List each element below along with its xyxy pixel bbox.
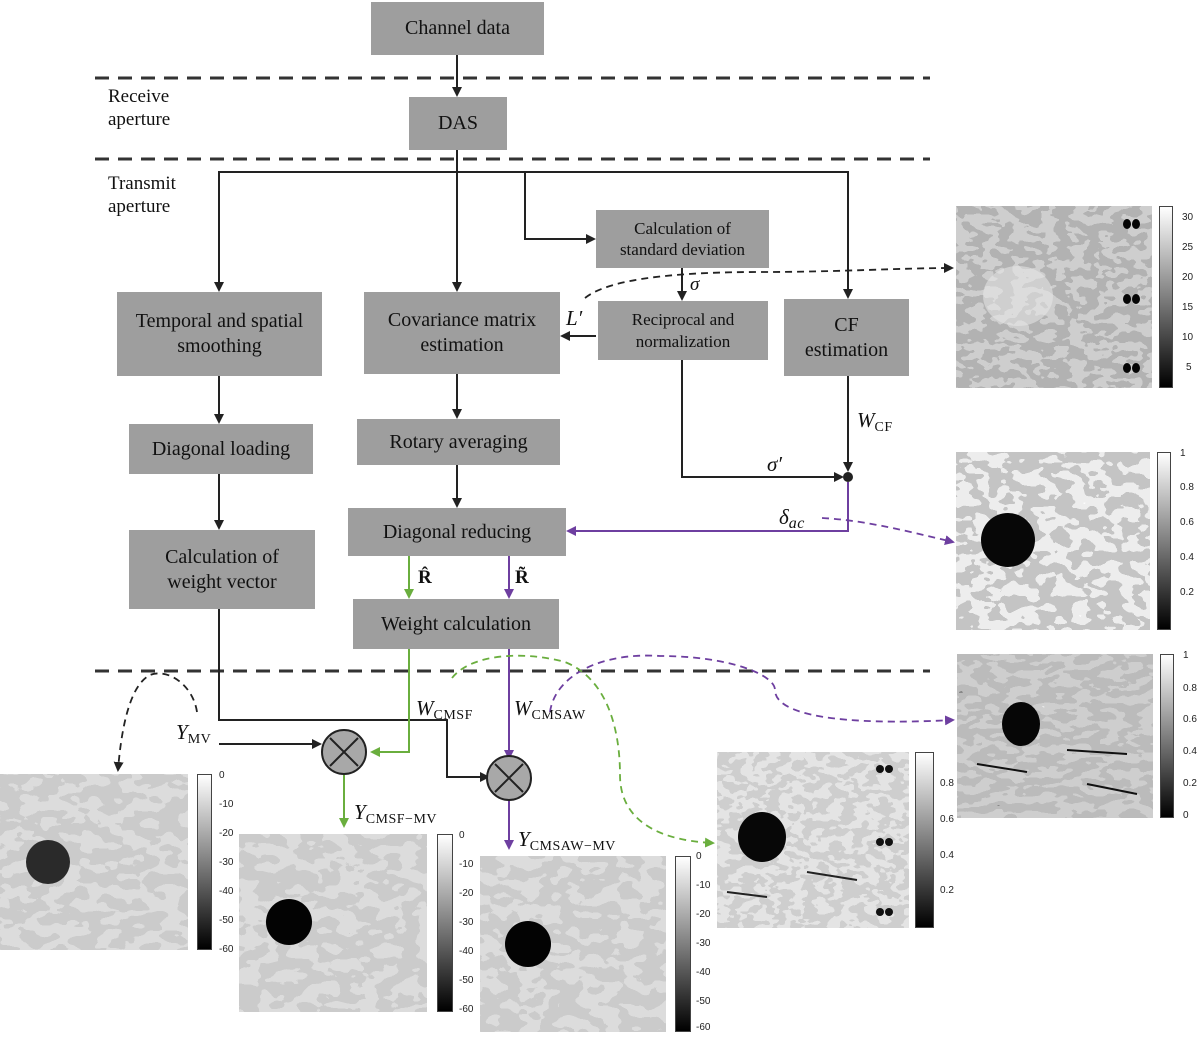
cbdb-tick: -20 — [459, 888, 474, 899]
cbdb-tick: -60 — [459, 1004, 474, 1015]
multiplier-node-cmsaw — [486, 755, 532, 801]
cbdb-tick: -40 — [696, 967, 711, 978]
multiplier-node-cmsf — [321, 729, 367, 775]
cbdb-tick: -60 — [219, 944, 234, 955]
label-sigma-prime: σ′ — [767, 452, 782, 476]
image-y-cmsf-mv — [239, 834, 427, 1012]
cb2-tick: 0.2 — [1180, 587, 1194, 598]
cb4-tick: 0.8 — [940, 778, 954, 789]
label-y-cmsaw-mv: YCMSAW−MV — [518, 827, 616, 854]
cbdb-tick: 0 — [459, 830, 465, 841]
cbdb-tick: -20 — [219, 828, 234, 839]
cb3-tick: 1 — [1183, 650, 1189, 661]
label-sigma: σ — [690, 274, 700, 295]
cbdb-tick: -50 — [696, 996, 711, 1007]
cbdb-tick: -20 — [696, 909, 711, 920]
cbdb-tick: -10 — [696, 880, 711, 891]
cb2-tick: 0.8 — [1180, 482, 1194, 493]
box-channel-data[interactable]: Channel data — [371, 2, 544, 55]
box-weight-calculation[interactable]: Weight calculation — [353, 599, 559, 649]
cb4-tick: 0.2 — [940, 885, 954, 896]
label-w-cmsaw: WCMSAW — [514, 696, 586, 723]
label-w-cmsf: WCMSF — [416, 696, 473, 723]
cbdb-tick: -10 — [459, 859, 474, 870]
colorbar-y-mv — [197, 774, 212, 950]
label-l-prime: L′ — [566, 306, 583, 330]
colorbar-w-cmsf — [915, 752, 934, 928]
cb3-tick: 0.2 — [1183, 778, 1197, 789]
cb1-tick: 30 — [1182, 212, 1194, 223]
label-y-cmsf-mv: YCMSF−MV — [354, 800, 437, 827]
cb1-tick: 10 — [1182, 332, 1194, 343]
cb1-tick: 5 — [1186, 362, 1192, 373]
image-y-mv — [0, 774, 188, 950]
cbdb-tick: -30 — [696, 938, 711, 949]
cbdb-tick: -40 — [459, 946, 474, 957]
cbdb-tick: -30 — [219, 857, 234, 868]
cbdb-tick: -60 — [696, 1022, 711, 1033]
cb2-tick: 0.4 — [1180, 552, 1194, 563]
colorbar-y-cmsaw-mv — [675, 856, 691, 1032]
colorbar-delta — [1157, 452, 1171, 630]
image-delta-ac-map — [956, 452, 1150, 630]
cbdb-tick: -50 — [219, 915, 234, 926]
section-dividers — [95, 76, 930, 673]
box-rotary-averaging[interactable]: Rotary averaging — [357, 419, 560, 465]
cb3-tick: 0 — [1183, 810, 1189, 821]
cbdb-tick: -30 — [459, 917, 474, 928]
cb3-tick: 0.8 — [1183, 683, 1197, 694]
cb1-tick: 15 — [1182, 302, 1194, 313]
cb4-tick: 0.6 — [940, 814, 954, 825]
cb2-tick: 0.6 — [1180, 517, 1194, 528]
box-diagonal-loading[interactable]: Diagonal loading — [129, 424, 313, 474]
cb4-tick: 0.4 — [940, 850, 954, 861]
colorbar-w-cmsaw — [1160, 654, 1174, 818]
cb3-tick: 0.4 — [1183, 746, 1197, 757]
cbdb-tick: 0 — [219, 770, 225, 781]
label-delta-ac: δac — [779, 505, 805, 532]
colorbar-y-cmsf-mv — [437, 834, 453, 1012]
cb3-tick: 0.6 — [1183, 714, 1197, 725]
label-w-cf: WCF — [857, 408, 893, 435]
junction-dot — [843, 472, 853, 482]
image-y-cmsaw-mv — [480, 856, 666, 1032]
image-std-deviation-map — [956, 206, 1152, 388]
label-y-mv: YMV — [176, 720, 212, 747]
cb1-tick: 20 — [1182, 272, 1194, 283]
label-r-hat: R̂ — [418, 567, 432, 588]
box-das[interactable]: DAS — [409, 97, 507, 150]
cbdb-tick: 0 — [696, 851, 702, 862]
cb2-tick: 1 — [1180, 448, 1186, 459]
box-diagonal-reducing[interactable]: Diagonal reducing — [348, 508, 566, 556]
image-w-cmsaw-map — [957, 654, 1153, 818]
colorbar-std — [1159, 206, 1173, 388]
cbdb-tick: -40 — [219, 886, 234, 897]
label-r-tilde: R̃ — [515, 567, 529, 588]
cb1-tick: 25 — [1182, 242, 1194, 253]
image-w-cmsf-map — [717, 752, 909, 928]
cbdb-tick: -10 — [219, 799, 234, 810]
cbdb-tick: -50 — [459, 975, 474, 986]
